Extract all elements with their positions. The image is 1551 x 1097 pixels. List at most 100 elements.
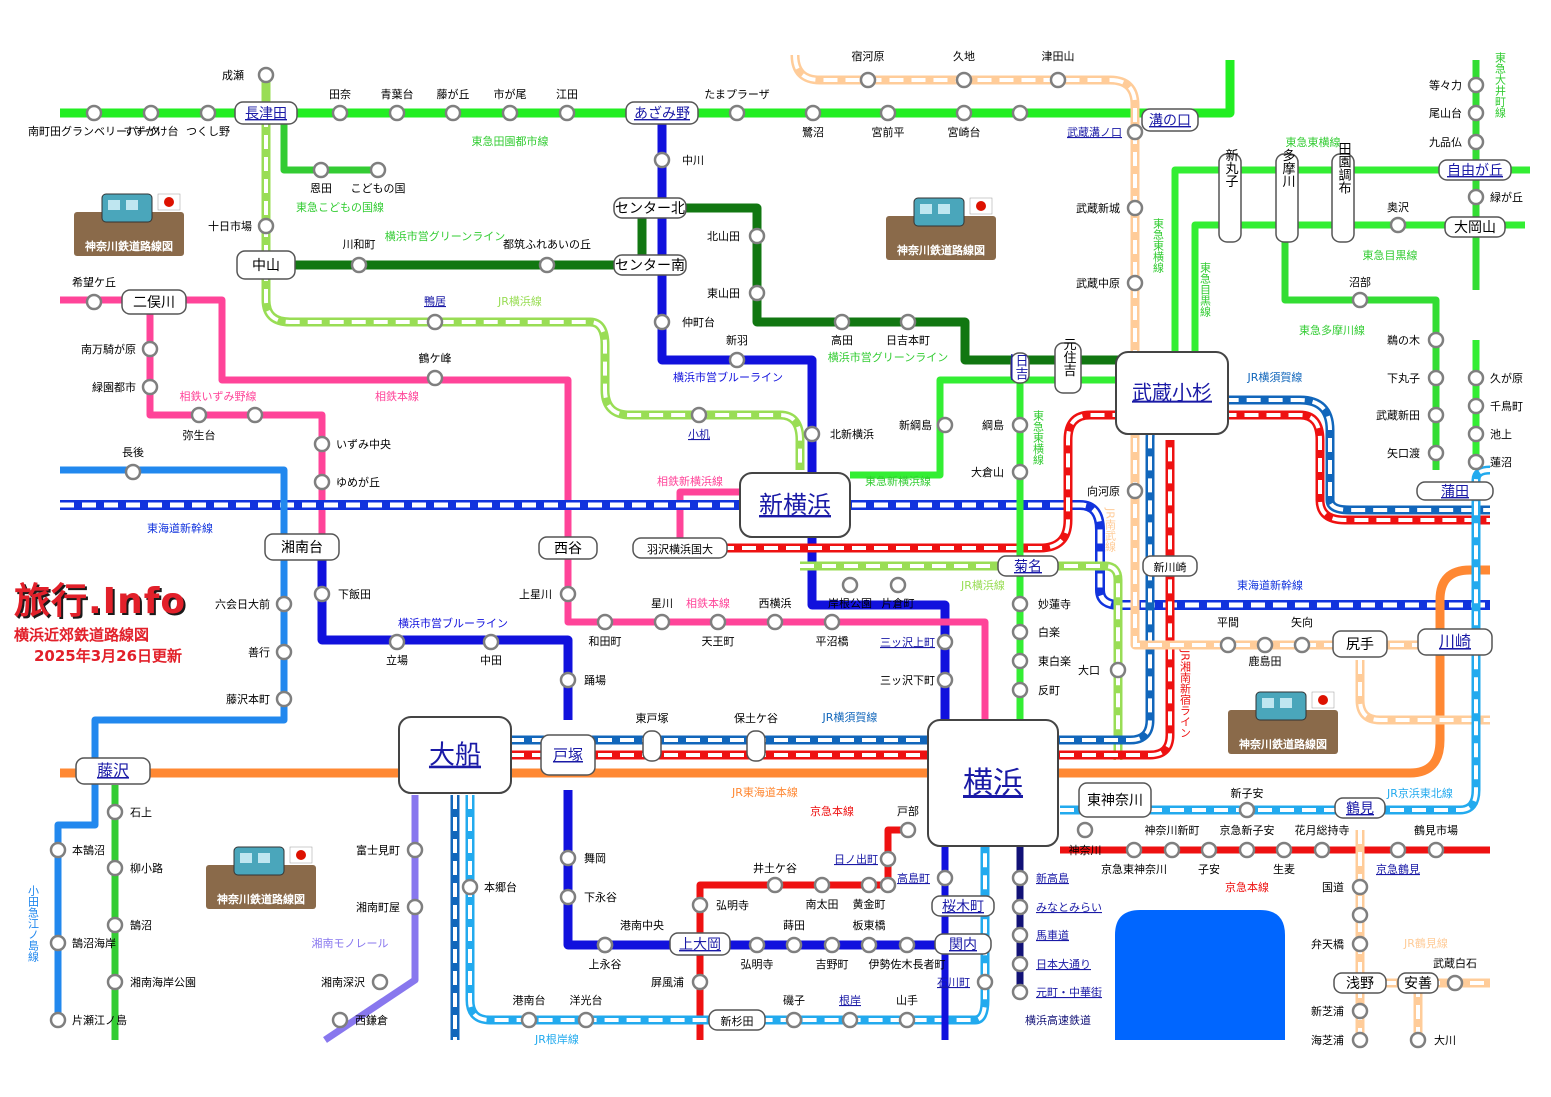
box-azamino[interactable]	[625, 101, 699, 125]
box-kamiooka-label[interactable]: 上大岡	[679, 937, 721, 953]
station-大倉山-57[interactable]	[1011, 463, 1029, 481]
station-西鎌倉-97[interactable]	[331, 1011, 349, 1029]
station-生麦-110[interactable]	[1275, 841, 1293, 859]
box-higashitotsuka[interactable]	[642, 730, 662, 762]
box-hodogaya[interactable]	[746, 730, 766, 762]
station-中田-80[interactable]	[482, 633, 500, 651]
station-蒔田-119[interactable]	[785, 936, 803, 954]
station-十日市場-25[interactable]	[257, 217, 275, 235]
station-新芝浦-142[interactable]	[1351, 1002, 1369, 1020]
station-たまプラーザ-9[interactable]	[728, 104, 746, 122]
station-戸部-101[interactable]	[899, 821, 917, 839]
station-弘明寺-125[interactable]	[748, 936, 766, 954]
station-弘明寺-118[interactable]	[691, 896, 709, 914]
station-板東橋-120[interactable]	[860, 936, 878, 954]
box-nakayama-label[interactable]: 中山	[252, 258, 280, 274]
station-つくし野-3[interactable]	[199, 104, 217, 122]
station-恩田-23[interactable]	[312, 161, 330, 179]
box-denenchofu[interactable]	[1331, 153, 1355, 243]
map-badge-4[interactable]: 神奈川鉄道路線図	[206, 846, 316, 909]
station-石上-87[interactable]	[106, 803, 124, 821]
box-nishiya[interactable]	[538, 536, 598, 560]
box-totsuka-label[interactable]: 戸塚	[553, 746, 583, 764]
hub-musashi-kosugi-label[interactable]: 武蔵小杉	[1132, 381, 1212, 405]
station-中川-22[interactable]	[653, 151, 671, 169]
box-sakuragicho-label[interactable]: 桜木町	[942, 899, 984, 915]
box-nagatsuta-label[interactable]: 長津田	[245, 106, 287, 122]
box-kikuna[interactable]	[997, 555, 1059, 577]
station-大口-82[interactable]	[1109, 661, 1127, 679]
station-黄金町-116[interactable]	[860, 876, 878, 894]
station-平間-70[interactable]	[1219, 636, 1237, 654]
box-kamiooka[interactable]	[669, 932, 731, 956]
station-日吉本町-37[interactable]	[899, 313, 917, 331]
station-向河原-61[interactable]	[1126, 482, 1144, 500]
hub-ofuna[interactable]	[398, 716, 512, 794]
map-badge-3[interactable]: 神奈川鉄道路線図	[1228, 691, 1338, 754]
station-国道-138[interactable]	[1351, 878, 1369, 896]
station-川和町-29[interactable]	[350, 256, 368, 274]
box-nakayama[interactable]	[236, 250, 296, 280]
station-和田町-72[interactable]	[596, 613, 614, 631]
box-center-kita-label[interactable]: センター北	[615, 201, 685, 217]
box-kikuna-label[interactable]: 菊名	[1014, 559, 1042, 575]
station-尾山台-19[interactable]	[1467, 104, 1485, 122]
station-unnamed-50[interactable]	[246, 406, 264, 424]
station-鵜の木-41[interactable]	[1427, 331, 1445, 349]
station-長後-56[interactable]	[124, 463, 142, 481]
station-藤沢本町-86[interactable]	[275, 690, 293, 708]
map-badge-2[interactable]: 神奈川鉄道路線図	[886, 197, 996, 260]
hub-ofuna-label[interactable]: 大船	[429, 741, 481, 771]
station-根岸-130[interactable]	[841, 1011, 859, 1029]
box-anzen-label[interactable]: 安善	[1404, 976, 1432, 992]
box-motosumiyoshi[interactable]	[1054, 342, 1082, 394]
station-沼部-32[interactable]	[1351, 291, 1369, 309]
station-海芝浦-143[interactable]	[1351, 1031, 1369, 1049]
station-鶴見市場-107[interactable]	[1427, 841, 1445, 859]
station-三ッ沢下町-84[interactable]	[936, 671, 954, 689]
box-tsurumi[interactable]	[1334, 797, 1386, 819]
station-磯子-129[interactable]	[785, 1011, 803, 1029]
box-mizonokuchi[interactable]	[1141, 108, 1199, 132]
station-緑園都市-43[interactable]	[141, 378, 159, 396]
station-本鵠沼-90[interactable]	[49, 841, 67, 859]
box-tamagawa[interactable]	[1275, 153, 1299, 243]
box-hazawa-label[interactable]: 羽沢横浜国大	[647, 542, 713, 556]
station-吉野町-123[interactable]	[823, 936, 841, 954]
station-希望ケ丘-33[interactable]	[85, 293, 103, 311]
station-西横浜-67[interactable]	[766, 613, 784, 631]
station-立場-79[interactable]	[388, 633, 406, 651]
station-富士見町-94[interactable]	[406, 841, 424, 859]
station-矢向-71[interactable]	[1293, 636, 1311, 654]
station-大川-144[interactable]	[1409, 1031, 1427, 1049]
station-神奈川-102[interactable]	[1076, 821, 1094, 839]
box-shinmaruko[interactable]	[1218, 153, 1242, 243]
box-shonandai[interactable]	[264, 533, 340, 561]
station-武蔵溝ノ口-17[interactable]	[1126, 123, 1144, 141]
station-江田-8[interactable]	[558, 104, 576, 122]
box-jiyugaoka[interactable]	[1438, 159, 1512, 181]
box-asano[interactable]	[1333, 972, 1387, 994]
box-anzen[interactable]	[1397, 972, 1439, 994]
box-totsuka[interactable]	[540, 734, 596, 776]
station-みなとみらい-134[interactable]	[1011, 898, 1029, 916]
station-蓮沼-59[interactable]	[1467, 453, 1485, 471]
hub-shin-yokohama-label[interactable]: 新横浜	[759, 491, 831, 519]
station-unnamed-16[interactable]	[1011, 104, 1029, 122]
station-鴨居-34[interactable]	[426, 313, 444, 331]
box-kannai-label[interactable]: 関内	[949, 937, 977, 953]
station-藤が丘-6[interactable]	[444, 104, 462, 122]
station-ゆめが丘-60[interactable]	[313, 473, 331, 491]
station-子安-109[interactable]	[1200, 841, 1218, 859]
station-新子安-103[interactable]	[1238, 801, 1256, 819]
station-南町田グランベリーパーク-1[interactable]	[85, 104, 103, 122]
station-湘南深沢-96[interactable]	[371, 973, 389, 991]
hub-shin-yokohama[interactable]	[739, 472, 851, 538]
site-logo[interactable]: 旅行.Info 横浜近郊鉄道路線図 2025年3月26日更新	[14, 572, 199, 666]
box-kamata[interactable]	[1416, 481, 1494, 501]
station-日ノ出町-112[interactable]	[879, 850, 897, 868]
hub-yokohama[interactable]	[927, 719, 1059, 847]
station-九品仏-20[interactable]	[1467, 133, 1485, 151]
station-片倉町-69[interactable]	[889, 576, 907, 594]
station-伊勢佐木長者町-124[interactable]	[898, 936, 916, 954]
